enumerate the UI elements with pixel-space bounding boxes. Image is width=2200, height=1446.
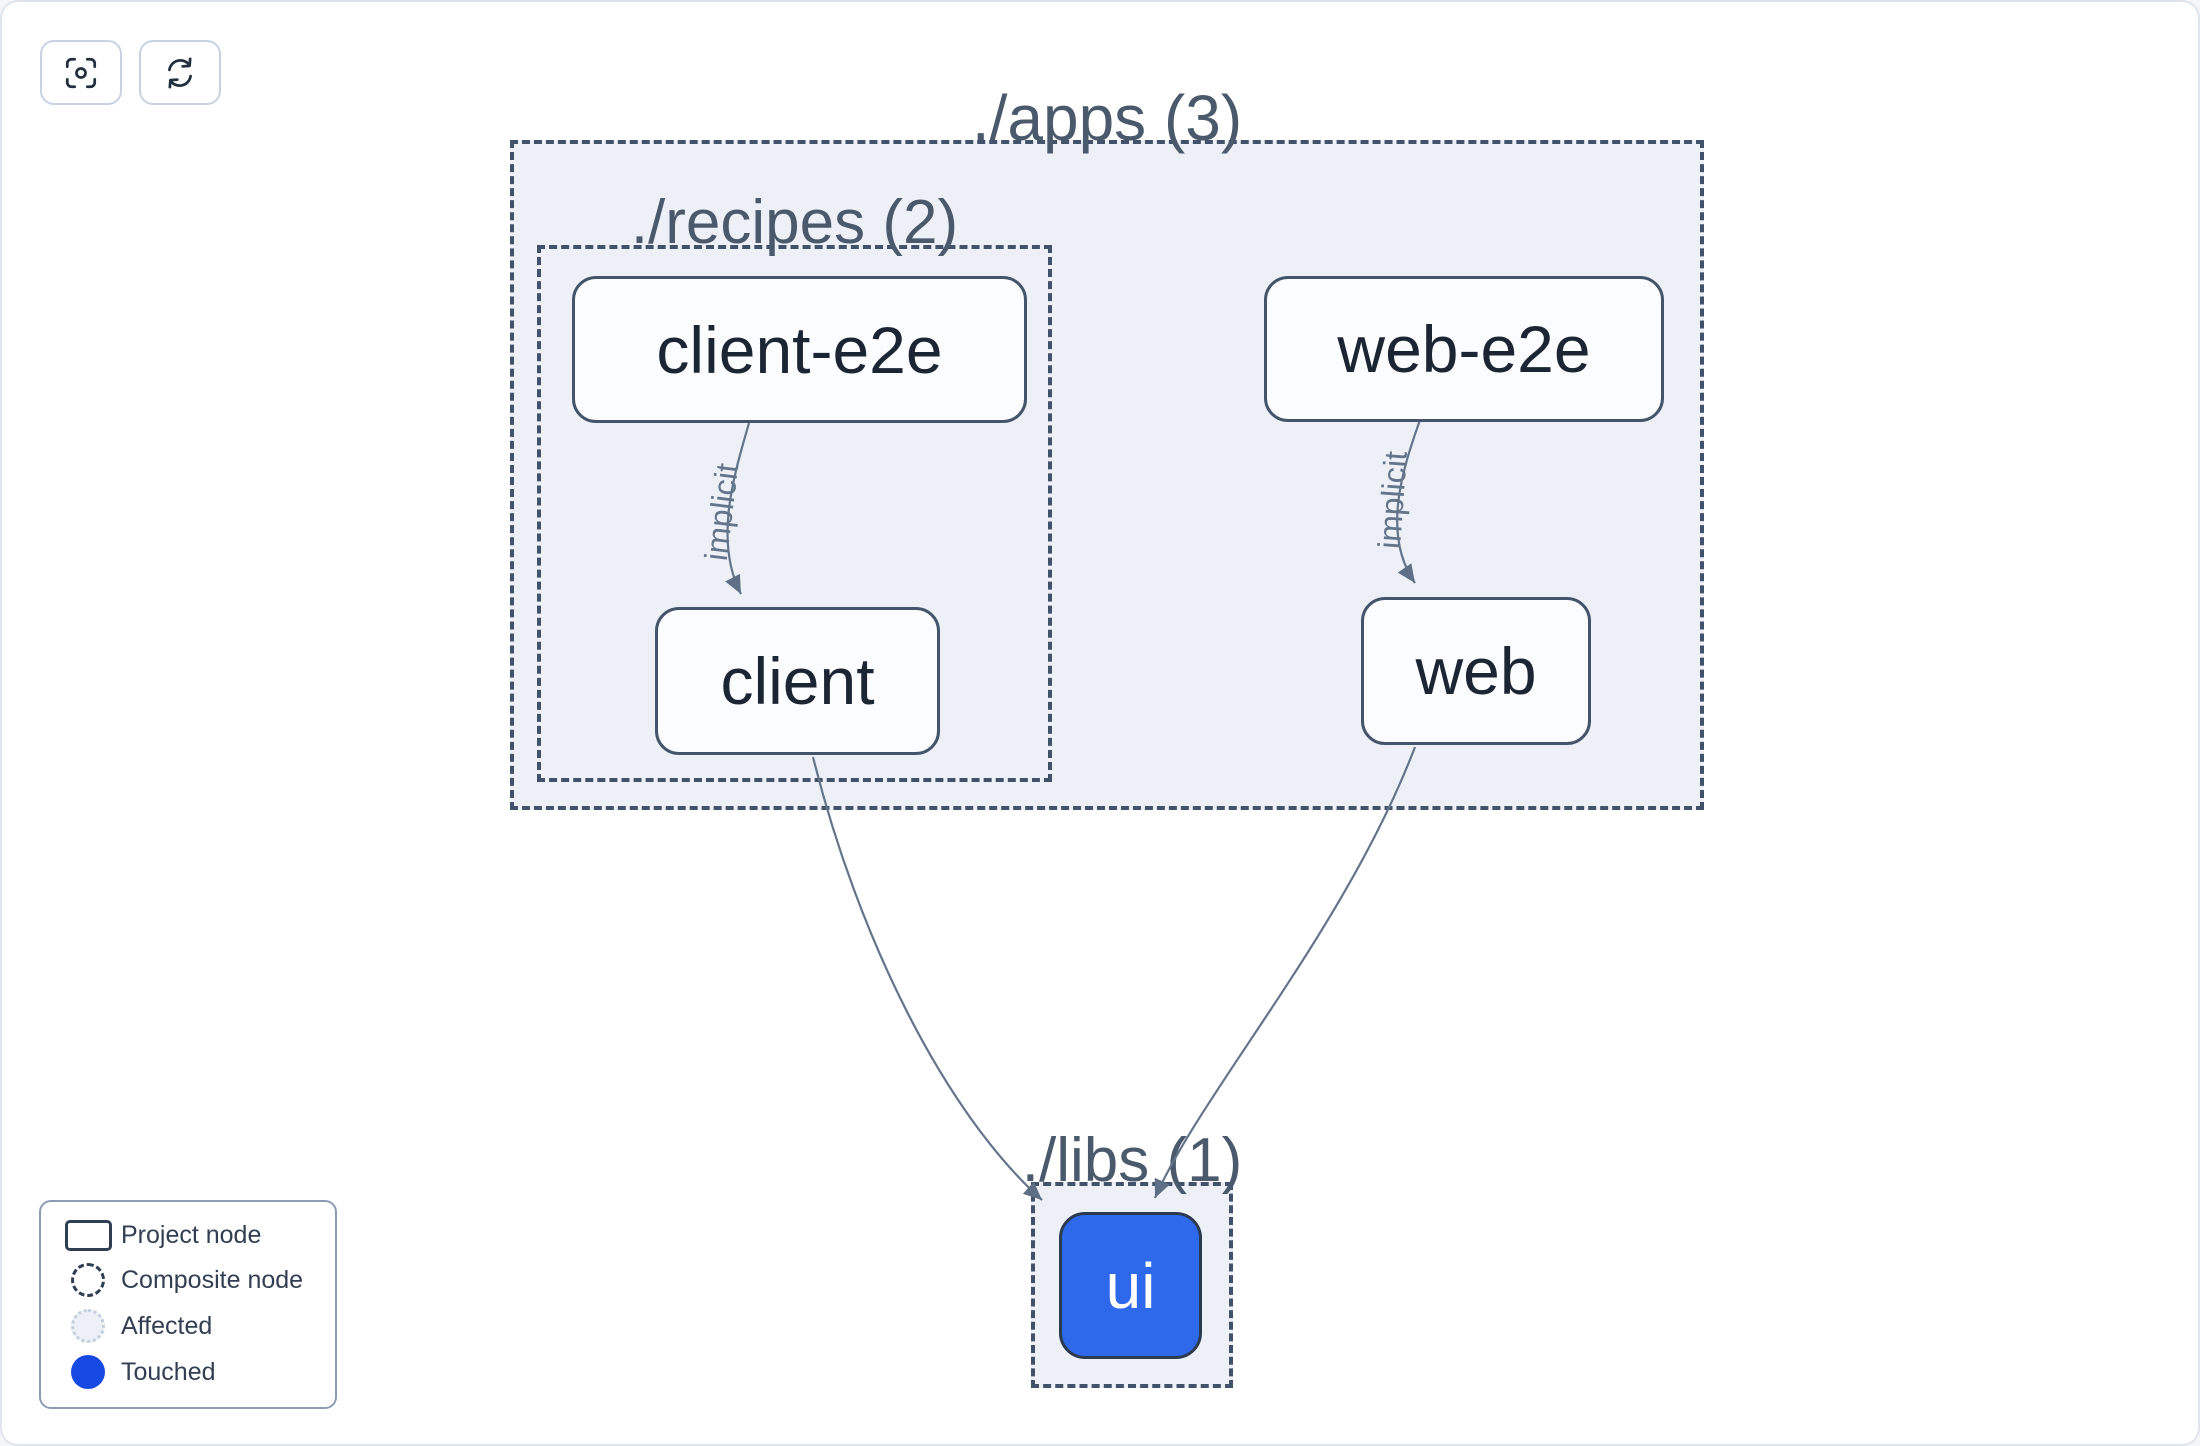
edge-web-to-ui[interactable]	[1153, 746, 1417, 1199]
legend-label: Touched	[121, 1357, 216, 1386]
center-graph-button[interactable]	[40, 40, 122, 105]
legend-item-composite-node: Composite node	[55, 1263, 321, 1297]
affected-icon	[71, 1309, 105, 1343]
legend-item-project-node: Project node	[55, 1220, 321, 1251]
legend-label: Project node	[121, 1221, 262, 1249]
legend-item-affected: Affected	[55, 1309, 321, 1343]
focus-center-icon	[65, 57, 97, 88]
toolbar	[40, 40, 221, 105]
legend-item-touched: Touched	[55, 1355, 321, 1389]
project-node-icon	[64, 1220, 112, 1251]
refresh-icon	[168, 56, 192, 89]
node-web[interactable]: web	[1361, 597, 1591, 745]
node-web-e2e[interactable]: web-e2e	[1264, 276, 1664, 422]
legend-label: Affected	[121, 1311, 213, 1340]
node-ui[interactable]: ui	[1059, 1212, 1202, 1359]
composite-node-icon	[71, 1263, 105, 1297]
touched-icon	[71, 1355, 105, 1389]
legend-panel: Project node Composite node Affected Tou…	[39, 1200, 337, 1409]
node-client-e2e[interactable]: client-e2e	[572, 276, 1027, 423]
node-client[interactable]: client	[655, 607, 940, 755]
legend-label: Composite node	[121, 1265, 304, 1294]
edge-client-to-ui[interactable]	[811, 756, 1043, 1201]
refresh-button[interactable]	[139, 40, 221, 105]
